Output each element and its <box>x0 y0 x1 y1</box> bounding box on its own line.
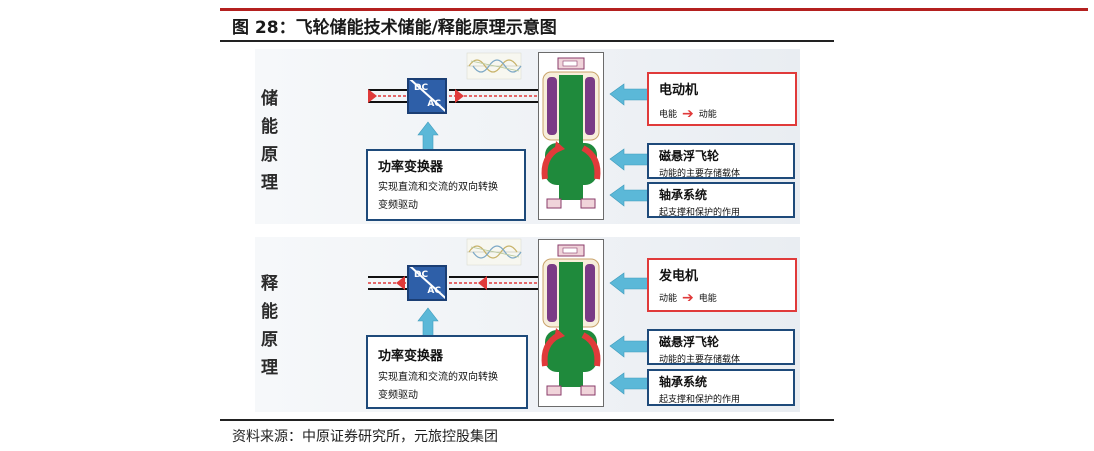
to-flywheel-arrow <box>455 89 464 103</box>
waveform-icon <box>466 52 522 80</box>
top-rule <box>220 8 1088 11</box>
power-converter-box: 功率变换器 实现直流和交流的双向转换 变频驱动 <box>366 149 526 221</box>
maglev-flywheel-box: 磁悬浮飞轮 动能的主要存储载体 <box>647 143 795 179</box>
bearing-arrow <box>609 372 653 395</box>
flywheel-unit <box>538 239 604 407</box>
maglev-arrow <box>609 335 653 358</box>
grid-in-arrow <box>368 89 377 103</box>
maglev-arrow <box>609 148 653 171</box>
converter-up-arrow <box>417 121 439 151</box>
charging-side-label: 储 能 原 理 <box>261 89 278 193</box>
conversion-arrow-icon: ➔ <box>682 105 694 122</box>
bottom-rule <box>220 419 834 421</box>
title-rule <box>220 40 834 42</box>
dc-ac-converter: DC AC <box>407 78 447 114</box>
charging-panel: 储 能 原 理 DC AC <box>255 49 800 224</box>
generator-box: 发电机 动能 ➔ 电能 <box>647 258 797 312</box>
bearing-system-box: 轴承系统 起支撑和保护的作用 <box>647 369 795 406</box>
bearing-arrow <box>609 184 653 207</box>
grid-out-arrow <box>396 276 405 290</box>
machine-arrow <box>609 83 653 106</box>
power-converter-box: 功率变换器 实现直流和交流的双向转换 变频驱动 <box>366 335 528 409</box>
from-flywheel-arrow <box>478 276 487 290</box>
discharging-panel: 释 能 原 理 DC AC <box>255 237 800 412</box>
flywheel-graphic <box>541 57 601 209</box>
figure-title: 图 28：飞轮储能技术储能/释能原理示意图 <box>232 18 557 38</box>
discharging-side-label: 释 能 原 理 <box>261 274 278 378</box>
dc-ac-converter: DC AC <box>407 265 447 301</box>
bearing-system-box: 轴承系统 起支撑和保护的作用 <box>647 182 795 218</box>
conversion-arrow-icon: ➔ <box>682 289 694 306</box>
source-note: 资料来源：中原证券研究所，元旅控股集团 <box>232 429 498 445</box>
machine-arrow <box>609 272 653 295</box>
converter-up-arrow <box>417 307 439 338</box>
waveform-icon <box>466 238 522 266</box>
flywheel-graphic <box>541 244 601 396</box>
maglev-flywheel-box: 磁悬浮飞轮 动能的主要存储载体 <box>647 329 795 365</box>
flywheel-unit <box>538 52 604 220</box>
charging-lines <box>368 52 653 207</box>
motor-box: 电动机 电能 ➔ 动能 <box>647 72 797 126</box>
discharging-lines <box>368 238 653 395</box>
